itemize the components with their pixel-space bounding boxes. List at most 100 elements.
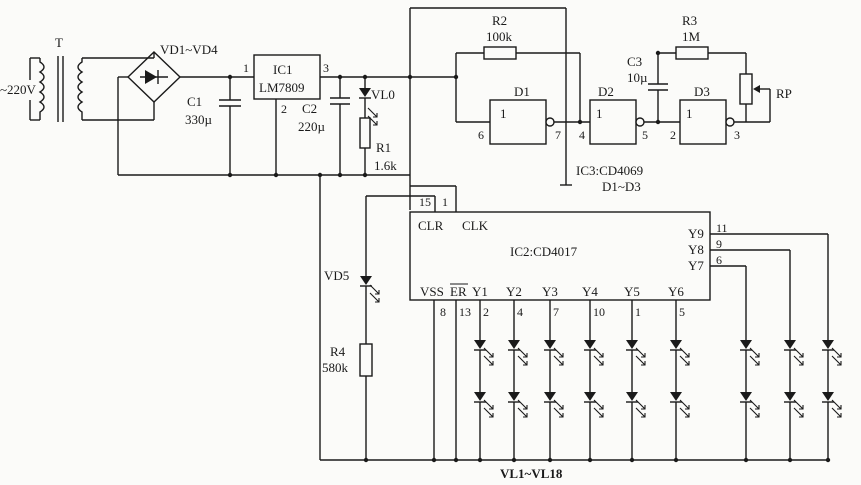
led-string-y1-upper (474, 340, 494, 366)
ic2-output-y1: Y1 (472, 284, 488, 299)
ic2-pin-y2: 4 (517, 305, 523, 319)
d3-pin-in: 2 (670, 128, 676, 142)
bridge-label: VD1~VD4 (160, 42, 218, 57)
ic3-label: IC3:CD4069 (576, 163, 643, 178)
r3-value: 1M (682, 29, 701, 44)
c2-name: C2 (302, 101, 317, 116)
led-string-y7-lower (740, 392, 760, 418)
led-string-y7-upper (740, 340, 760, 366)
ic1-pin-in: 1 (243, 61, 249, 75)
ic2-clr: CLR (418, 218, 444, 233)
led-string-y4-lower (584, 392, 604, 418)
d2-pin-in: 4 (579, 128, 585, 142)
resistor-r2: R2 100k (456, 13, 580, 60)
ic1-pin-gnd: 2 (281, 102, 287, 116)
led-string-y1-lower (474, 392, 494, 418)
d1-name: D1 (514, 84, 530, 99)
leds-label: VL1~VL18 (500, 466, 563, 481)
ic2-output-y4: Y4 (582, 284, 598, 299)
c3-value: 10µ (627, 70, 648, 85)
ic2-pin-y3: 7 (553, 305, 559, 319)
capacitor-c2: C2 220µ (298, 74, 350, 178)
r2-value: 100k (486, 29, 513, 44)
inverter-d2: D2 1 4 5 (579, 84, 648, 145)
d1-num: 1 (500, 106, 507, 121)
ic2-pin-y5: 1 (635, 305, 641, 319)
potentiometer-rp: RP (739, 53, 792, 122)
resistor-r3: R3 1M (658, 13, 746, 60)
ic2-output-y5: Y5 (624, 284, 640, 299)
ic2-pin-clk: 1 (442, 195, 448, 209)
regulator-ic1: IC1 LM7809 1 2 3 (243, 54, 329, 178)
mains-voltage-label: ~220V (0, 82, 37, 97)
ic2-pin-y1: 2 (483, 305, 489, 319)
transformer-label: T (55, 35, 63, 50)
ic3-sub: D1~D3 (602, 179, 641, 194)
ic2-output-y3: Y3 (542, 284, 558, 299)
ic2-pin-y4: 10 (593, 305, 605, 319)
c2-value: 220µ (298, 119, 326, 134)
rp-label: RP (776, 86, 792, 101)
ic2-pin-y8: 9 (716, 237, 722, 251)
ic2-clk: CLK (462, 218, 489, 233)
led-string-y9-lower (822, 392, 842, 418)
ic2-output-y6: Y6 (668, 284, 684, 299)
ic2-er: ER (450, 284, 467, 299)
r1-name: R1 (376, 140, 391, 155)
r4-value: 580k (322, 360, 349, 375)
resistor-r4: R4 580k (322, 343, 373, 377)
led-string-y5-lower (626, 392, 646, 418)
d2-num: 1 (596, 106, 603, 121)
resistor-r1: R1 1.6k (359, 117, 397, 178)
r3-name: R3 (682, 13, 697, 28)
ic2-bottom-outputs: Y1 2 Y2 4 Y3 7 Y4 10 Y5 1 Y6 5 (472, 284, 685, 319)
ic1-pin-out: 3 (323, 61, 329, 75)
c1-value: 330µ (185, 112, 213, 127)
c3-name: C3 (627, 54, 642, 69)
ic2-pin-y6: 5 (679, 305, 685, 319)
ic2-output-y9: Y9 (688, 226, 704, 241)
led-string-y2-lower (508, 392, 528, 418)
led-string-y6-lower (670, 392, 690, 418)
ic2-output-y2: Y2 (506, 284, 522, 299)
r2-name: R2 (492, 13, 507, 28)
r4-name: R4 (330, 344, 346, 359)
led-string-y4-upper (584, 340, 604, 366)
ic1-name: IC1 (273, 62, 293, 77)
d3-pin-out: 3 (734, 128, 740, 142)
ic2-pin-y7: 6 (716, 253, 722, 267)
d2-name: D2 (598, 84, 614, 99)
ic2-pin-er: 13 (459, 305, 471, 319)
c1-name: C1 (187, 94, 202, 109)
inverter-d1: D1 1 6 7 (478, 84, 561, 145)
d3-name: D3 (694, 84, 710, 99)
led-string-y5-upper (626, 340, 646, 366)
led-string-y2-upper (508, 340, 528, 366)
inverter-d3: D3 1 2 3 (670, 84, 740, 145)
ic2-output-y7: Y7 (688, 258, 704, 273)
capacitor-c3: C3 10µ (627, 53, 668, 122)
counter-ic2: CLR CLK IC2:CD4017 VSS ER (409, 211, 711, 301)
led-string-y6-upper (670, 340, 690, 366)
ic2-vss: VSS (420, 284, 444, 299)
led-string-y3-lower (544, 392, 564, 418)
d1-pin-in: 6 (478, 128, 484, 142)
led-string-y8-lower (784, 392, 804, 418)
ic2-output-y8: Y8 (688, 242, 704, 257)
ic1-part: LM7809 (259, 80, 305, 95)
ic2-pin-y9: 11 (716, 221, 728, 235)
capacitor-c1: C1 330µ (185, 74, 241, 178)
led-string-y8-upper (784, 340, 804, 366)
d1-pin-out: 7 (555, 128, 561, 142)
transformer: T ~220V (0, 35, 84, 122)
vl0-label: VL0 (371, 87, 395, 102)
vd5-label: VD5 (324, 268, 349, 283)
led-vd5: VD5 (324, 268, 380, 303)
d3-num: 1 (686, 106, 693, 121)
ic2-label: IC2:CD4017 (510, 244, 578, 259)
led-string-y9-upper (822, 340, 842, 366)
r1-value: 1.6k (374, 158, 397, 173)
